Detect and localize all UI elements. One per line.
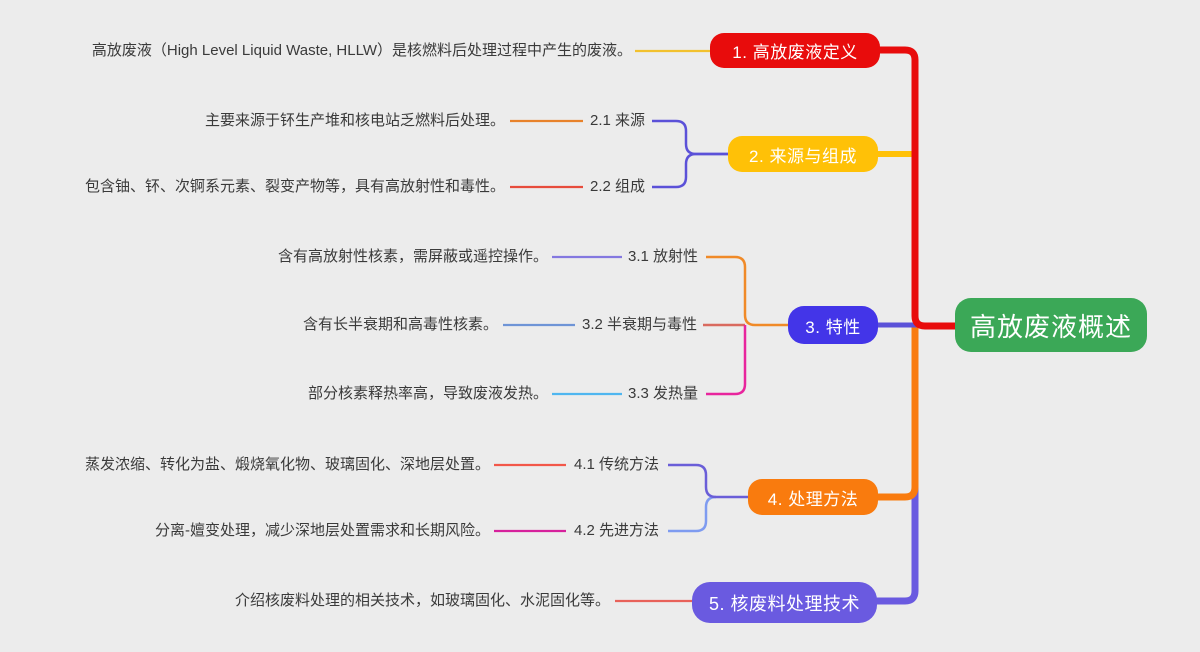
branch4-child2-label[interactable]: 4.2 先进方法 xyxy=(574,522,660,539)
branch3-child3-label[interactable]: 3.3 发热量 xyxy=(628,385,699,402)
branch4-node[interactable]: 4. 处理方法 xyxy=(748,479,878,515)
branch2-bracket-top xyxy=(652,119,728,156)
branch3-child3-leaf-text[interactable]: 部分核素释热率高，导致废液发热。 xyxy=(307,385,548,402)
trunk-branch2-connector xyxy=(875,151,918,323)
branch1-leaf-text[interactable]: 高放废液（High Level Liquid Waste, HLLW）是核燃料后… xyxy=(91,42,632,59)
branch4-child1-leaf-text[interactable]: 蒸发浓缩、转化为盐、煅烧氧化物、玻璃固化、深地层处置。 xyxy=(84,456,490,473)
branch2-child1-label[interactable]: 2.1 来源 xyxy=(590,112,646,129)
root-node[interactable]: 高放废液概述 xyxy=(955,298,1147,352)
branch3-node[interactable]: 3. 特性 xyxy=(788,306,878,344)
bran3-child2-leaf-text[interactable]: 含有长半衰期和高毒性核素。 xyxy=(302,316,498,333)
branch4-child2-leaf-text[interactable]: 分离-嬗变处理，减少深地层处置需求和长期风险。 xyxy=(155,522,490,539)
branch2-bracket-bottom xyxy=(652,152,728,189)
branch5-node[interactable]: 5. 核废料处理技术 xyxy=(692,582,877,623)
branch1-node[interactable]: 1. 高放废液定义 xyxy=(710,33,880,68)
branch3-bracket-bottom xyxy=(706,325,747,396)
trunk-branch5-connector xyxy=(873,322,919,605)
branch2-child2-label[interactable]: 2.2 组成 xyxy=(590,178,646,195)
branch3-child1-label[interactable]: 3.1 放射性 xyxy=(628,248,699,265)
branch4-child1-label[interactable]: 4.1 传统方法 xyxy=(574,456,660,473)
branch2-child1-leaf-text[interactable]: 主要来源于钚生产堆和核电站乏燃料后处理。 xyxy=(204,112,505,129)
branch5-leaf-text[interactable]: 介绍核废料处理的相关技术，如玻璃固化、水泥固化等。 xyxy=(234,592,610,609)
trunk-branch1-connector xyxy=(876,46,959,330)
branch4-bracket-bottom xyxy=(668,495,717,533)
branch3-child1-leaf-text[interactable]: 含有高放射性核素，需屏蔽或遥控操作。 xyxy=(277,248,548,265)
branch4-bracket-top xyxy=(668,463,748,499)
branch3-bracket-top xyxy=(706,255,788,327)
branch2-node[interactable]: 2. 来源与组成 xyxy=(728,136,878,172)
branch2-child2-leaf-text[interactable]: 包含铀、钚、次锕系元素、裂变产物等，具有高放射性和毒性。 xyxy=(84,178,505,195)
branch3-child2-label[interactable]: 3.2 半衰期与毒性 xyxy=(582,316,698,333)
trunk-branch4-connector xyxy=(874,322,919,501)
